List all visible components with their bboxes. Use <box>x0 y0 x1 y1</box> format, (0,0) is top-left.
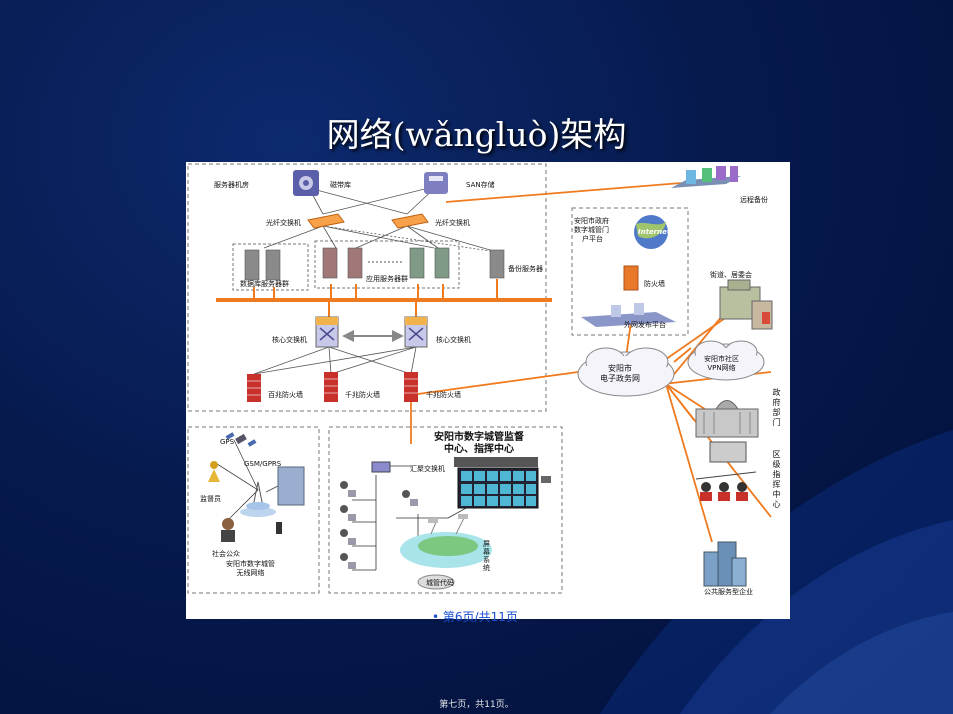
operators-icon <box>340 481 418 569</box>
portal-title-line3: 户平台 <box>582 235 603 243</box>
command-center-title-line1: 安阳市数字城管监督 <box>434 432 524 443</box>
command-center-title: 安阳市数字城管监督 中心、指挥中心 <box>414 432 544 456</box>
server-room-title: 服务器机房 <box>214 181 249 189</box>
egov-cloud-label: 安阳市 电子政务网 <box>600 364 640 384</box>
firewalls-icon <box>247 372 418 402</box>
tape-library-label: 磁带库 <box>330 181 351 189</box>
enterprise-building-icon <box>703 541 747 587</box>
gov-building-icon <box>695 400 759 438</box>
internet-label: Internet <box>638 228 671 236</box>
firewall-2-label: 千兆防火墙 <box>345 391 380 399</box>
tape-library-icon <box>293 170 319 196</box>
fc-switch-right-icon <box>391 213 429 229</box>
city-code-label: 城管代码 <box>426 579 454 587</box>
wireless-net-line1: 安阳市数字城管 <box>226 560 275 568</box>
portal-title: 安阳市政府 数字城管门 户平台 <box>574 217 609 244</box>
street-committee-label: 街道、居委会 <box>710 271 752 279</box>
fc-switch-right-label: 光纤交换机 <box>435 219 470 227</box>
app-group-box <box>314 240 460 289</box>
publish-platform-icon <box>581 303 676 327</box>
publish-platform-label: 外网发布平台 <box>624 321 666 329</box>
gis-island-icon <box>400 514 492 568</box>
db-server-group-label: 数据库服务器群 <box>240 280 289 288</box>
district-center-icon <box>695 441 757 501</box>
wireless-box <box>187 426 320 594</box>
core-switch-right-label: 核心交换机 <box>436 336 471 344</box>
gsm-label: GSM/GPRS <box>244 460 282 468</box>
supervisor-icon <box>208 461 220 482</box>
command-center-box <box>328 426 563 594</box>
wireless-net-label: 安阳市数字城管 无线网络 <box>226 560 275 578</box>
fc-switch-left-label: 光纤交换机 <box>266 219 301 227</box>
aggregation-switch-label: 汇聚交换机 <box>410 465 445 473</box>
gps-satellite-icon <box>225 432 257 447</box>
city-code-cloud-icon <box>417 574 455 590</box>
app-server-group-label: 应用服务器群 <box>366 275 408 283</box>
supervisor-label: 监督员 <box>200 495 221 503</box>
firewall-3-label: 千兆防火墙 <box>426 391 461 399</box>
vpn-cloud-line1: 安阳市社区 <box>704 355 739 363</box>
street-buildings-icon <box>719 279 773 330</box>
public-person-icon <box>221 518 282 542</box>
page-number: 第七页，共11页。 <box>439 700 514 710</box>
gps-label: GPS <box>220 438 235 446</box>
slide-title: 网络(wǎngluò)架构 <box>326 115 627 154</box>
firewall-1-label: 百兆防火墙 <box>268 391 303 399</box>
portal-firewall-icon <box>623 265 639 291</box>
portal-firewall-label: 防火墙 <box>644 280 665 288</box>
vpn-cloud-line2: VPN网络 <box>707 364 736 372</box>
fc-switch-left-icon <box>307 213 345 229</box>
core-switch-right-icon <box>404 316 428 348</box>
public-enterprise-label: 公共服务型企业 <box>704 588 753 596</box>
remote-backup-label: 远程备份 <box>740 196 768 204</box>
wireless-net-line2: 无线网络 <box>236 569 265 577</box>
san-storage-label: SAN存储 <box>466 181 495 189</box>
network-diagram: 服务器机房 磁带库 SAN存储 光纤交换机 光纤交换机 数据库服务器群 应用服务… <box>186 162 790 619</box>
san-storage-icon <box>424 172 448 194</box>
core-switch-left-label: 核心交换机 <box>272 336 307 344</box>
district-center-label: 区级指挥中心 <box>772 450 781 509</box>
core-switch-left-icon <box>315 316 339 348</box>
gov-dept-label: 政府部门 <box>772 388 781 427</box>
db-group-box <box>232 243 309 291</box>
base-station-icon <box>240 481 276 517</box>
vpn-cloud-label: 安阳市社区 VPN网络 <box>704 355 739 373</box>
internet-globe-icon <box>634 215 668 249</box>
egov-cloud-line2: 电子政务网 <box>600 374 640 383</box>
server-room-box <box>187 163 547 412</box>
remote-backup-icon <box>671 166 741 188</box>
diagram-canvas <box>187 163 773 594</box>
footer-note: • 第6页/共11页 <box>432 610 518 624</box>
camera-icon <box>541 476 551 483</box>
backup-server-label: 备份服务器 <box>508 265 543 273</box>
aggregation-switch-icon <box>371 461 391 473</box>
portal-title-line2: 数字城管门 <box>574 226 609 234</box>
portal-title-line1: 安阳市政府 <box>574 217 609 225</box>
office-building-icon <box>277 466 305 506</box>
video-wall-icon <box>454 457 539 509</box>
big-screen-label: 屏幕系统 <box>483 540 490 572</box>
egov-cloud-icon <box>577 347 675 397</box>
server-racks-icon <box>244 247 505 281</box>
vpn-cloud-icon <box>687 340 765 381</box>
public-label: 社会公众 <box>212 550 240 558</box>
command-center-title-line2: 中心、指挥中心 <box>444 444 514 455</box>
egov-cloud-line1: 安阳市 <box>608 364 632 373</box>
